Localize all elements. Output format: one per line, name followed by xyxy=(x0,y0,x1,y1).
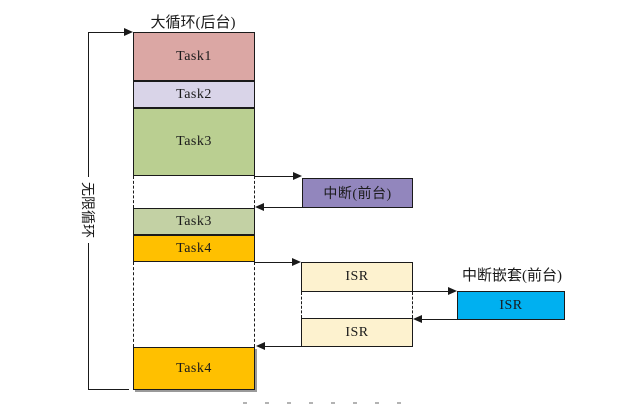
arrow-nested-isr-return-line xyxy=(421,319,457,320)
arrow-to-isr-line xyxy=(255,262,294,263)
column-gap2-dashed-right xyxy=(254,262,255,347)
column-gap1-dashed-left xyxy=(133,176,134,208)
arrow-isr-return-head xyxy=(256,342,265,350)
column-gap2-dashed-left xyxy=(133,262,134,347)
task1-block: Task1 xyxy=(133,32,255,81)
arrow-to-isr-head xyxy=(292,258,301,266)
arrow-isr-return-line xyxy=(264,346,301,347)
isr-block-first: ISR xyxy=(301,262,413,292)
loop-line-bottom xyxy=(88,389,129,390)
task3-block-second: Task3 xyxy=(133,208,255,235)
task3-block-first: Task3 xyxy=(133,108,255,176)
arrow-interrupt-return-line xyxy=(262,207,302,208)
arrow-to-interrupt-line xyxy=(255,176,295,177)
isr-block-second: ISR xyxy=(301,318,413,347)
loop-line-top xyxy=(88,32,125,33)
background-loop-title: 大循环(后台) xyxy=(150,15,236,31)
isr-block-nested: ISR xyxy=(457,291,565,320)
isr-gap-dashed-left xyxy=(301,292,302,318)
arrow-to-nested-isr-line xyxy=(412,291,449,292)
task4-block-second: Task4 xyxy=(133,347,255,390)
task2-block: Task2 xyxy=(133,81,255,108)
infinite-loop-label: 无限循环 xyxy=(76,177,100,243)
arrow-to-nested-isr-head xyxy=(448,287,457,295)
arrow-interrupt-return-head xyxy=(255,203,264,211)
column-gap1-dashed-right xyxy=(254,176,255,208)
loop-arrowhead xyxy=(124,28,133,36)
nested-interrupt-title: 中断嵌套(前台) xyxy=(462,268,562,284)
arrow-nested-isr-return-head xyxy=(413,315,422,323)
arrow-to-interrupt-head xyxy=(293,172,302,180)
interrupt-block: 中断(前台) xyxy=(302,178,413,208)
cropped-caption-fragment xyxy=(243,402,403,404)
task4-block-first: Task4 xyxy=(133,235,255,262)
isr-gap-dashed-right xyxy=(412,292,413,318)
